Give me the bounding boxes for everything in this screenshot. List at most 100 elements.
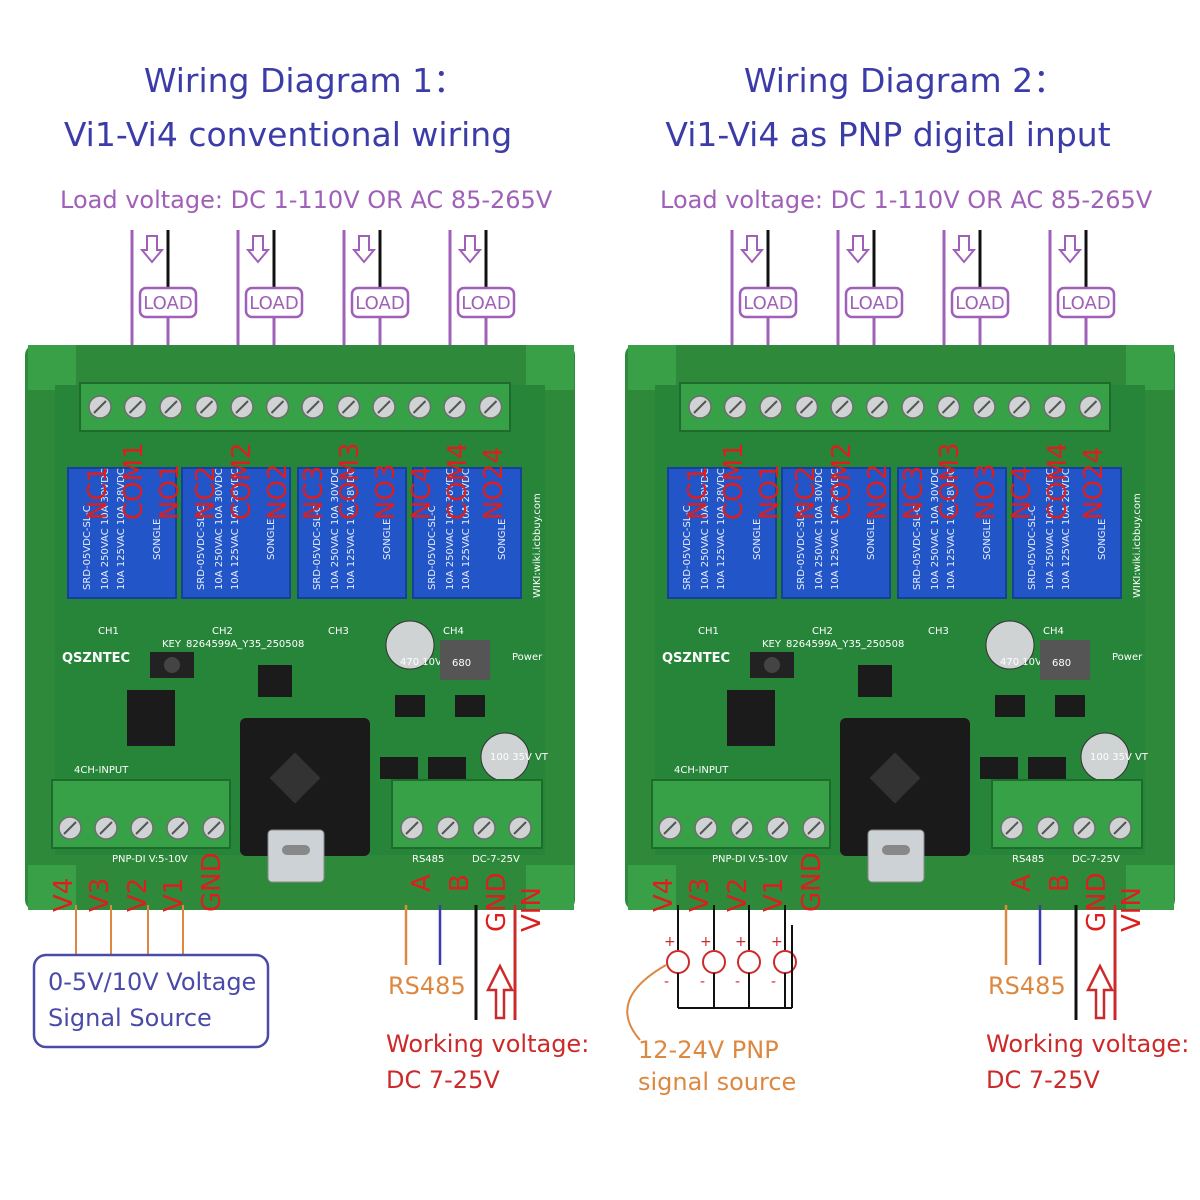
screw-slot	[135, 821, 149, 835]
relay-brand: SONGLE	[1097, 519, 1108, 560]
load-label: LOAD	[743, 293, 792, 314]
load-label: LOAD	[849, 293, 898, 314]
relay-rating-2: 10A 125VAC 10A 28VDC	[461, 468, 472, 590]
rs485-label: RS485	[988, 972, 1066, 1000]
screw-slot	[699, 821, 713, 835]
plus-sign: +	[664, 934, 676, 950]
load-label: LOAD	[249, 293, 298, 314]
ic-chip-3	[995, 695, 1025, 717]
screw-slot	[728, 400, 743, 414]
screw-slot	[128, 400, 143, 414]
screw-slot	[405, 821, 419, 835]
rs485-silk: RS485	[1012, 854, 1044, 865]
screw-slot	[93, 400, 107, 414]
ic-chip-2	[858, 665, 892, 697]
input-label: 4CH-INPUT	[74, 765, 129, 776]
wiki-url: WIKI:wiki.icbbuy.com	[1132, 493, 1143, 598]
relay-body	[667, 467, 777, 599]
bottom-right-terminal-label: VIN	[517, 887, 547, 932]
bottom-left-terminal-label: GND	[797, 852, 827, 912]
dc-silk: DC-7-25V	[472, 854, 520, 865]
callout-line	[626, 964, 667, 1041]
usb-c-port	[867, 829, 925, 883]
relay-brand: SONGLE	[382, 519, 393, 560]
input-label: 4CH-INPUT	[674, 765, 729, 776]
capacitor-470	[385, 620, 435, 670]
channel-label: CH3	[928, 626, 949, 637]
diagram-title: Wiring Diagram 2：	[744, 61, 1066, 100]
relay-rating: 10A 250VAC 10A 30VDC	[100, 468, 111, 590]
screw-slot	[412, 400, 427, 414]
load-box	[138, 286, 198, 319]
relay-brand: SONGLE	[752, 519, 763, 560]
screw-slot	[799, 400, 814, 414]
dc-silk: DC-7-25V	[1072, 854, 1120, 865]
capacitor-100-label: 100 35V VT	[1090, 752, 1149, 763]
load-box	[738, 286, 798, 319]
current-arrow-icon	[845, 235, 871, 264]
working-voltage-label: Working voltage:	[386, 1030, 589, 1058]
ic-chip	[727, 690, 775, 746]
current-arrow-icon	[139, 235, 165, 264]
top-terminal-label: COM1	[119, 442, 149, 520]
screw-slot	[306, 400, 320, 414]
top-terminal-label: NC2	[791, 466, 821, 520]
diagram-title: Wiring Diagram 1：	[144, 61, 466, 100]
bottom-right-terminal-label: A	[407, 874, 437, 892]
screw-slot	[377, 400, 391, 414]
relay-rating: 10A 250VAC 10A 30VDC	[445, 468, 456, 590]
rs485-silk: RS485	[412, 854, 444, 865]
relay-rating: 10A 250VAC 10A 30VDC	[700, 468, 711, 590]
part-number: 8264599A_Y35_250508	[786, 639, 904, 650]
channel-label: CH4	[1043, 626, 1064, 637]
plus-sign: +	[771, 934, 783, 950]
inductor-label: 680	[452, 658, 471, 669]
load-circuit-2: LOAD	[836, 230, 904, 355]
capacitor-100-label: 100 35V VT	[490, 752, 549, 763]
current-arrow-icon	[245, 235, 271, 264]
screw-slot	[870, 400, 885, 414]
relay-rating-2: 10A 125VAC 10A 28VDC	[946, 468, 957, 590]
top-terminal-label: NC4	[407, 466, 437, 520]
top-terminal-label: COM1	[719, 442, 749, 520]
pnp-di-label: PNP-DI V:5-10V	[712, 854, 788, 865]
diagram-subtitle: Vi1-Vi4 as PNP digital input	[665, 115, 1110, 154]
relay-rating: 10A 250VAC 10A 30VDC	[930, 468, 941, 590]
top-terminal-block	[679, 382, 1111, 432]
working-voltage-value: DC 7-25V	[386, 1066, 500, 1094]
top-terminal-label: NO3	[971, 464, 1001, 520]
load-box	[950, 286, 1010, 319]
load-circuit-3: LOAD	[942, 230, 1010, 355]
relay-body	[1012, 467, 1122, 599]
signal-source-line1: 12-24V PNP	[638, 1036, 779, 1064]
relay-brand: SONGLE	[266, 519, 277, 560]
enclosure-clip-left-bottom	[628, 865, 676, 910]
screw-slot	[171, 821, 185, 835]
screw-slot	[235, 400, 249, 414]
key-button-cap	[764, 657, 780, 673]
relay-body	[897, 467, 1007, 599]
power-arrow-icon	[485, 963, 515, 1020]
relay-body	[412, 467, 522, 599]
panel2-group: Wiring Diagram 2： Vi1-Vi4 as PNP digital …	[625, 61, 1189, 1096]
diode-1	[380, 757, 418, 779]
relay-rating-2: 10A 125VAC 10A 28VDC	[1061, 468, 1072, 590]
relay-rating: 10A 250VAC 10A 30VDC	[814, 468, 825, 590]
screw-slot	[693, 400, 707, 414]
screw-slot	[1083, 400, 1098, 414]
minus-sign: -	[700, 974, 705, 990]
load-box	[844, 286, 904, 319]
relay-rating: 10A 250VAC 10A 30VDC	[330, 468, 341, 590]
minus-sign: -	[735, 974, 740, 990]
key-label: KEY	[762, 639, 782, 650]
screw-slot	[764, 400, 778, 414]
channel-label: CH4	[443, 626, 464, 637]
load-circuit-4: LOAD	[1048, 230, 1116, 355]
diagram-subtitle: Vi1-Vi4 conventional wiring	[64, 115, 512, 154]
channel-label: CH1	[98, 626, 119, 637]
top-terminal-label: NO24	[479, 447, 509, 520]
ic-chip-3	[395, 695, 425, 717]
usb-c-port	[267, 829, 325, 883]
channel-label: CH3	[328, 626, 349, 637]
